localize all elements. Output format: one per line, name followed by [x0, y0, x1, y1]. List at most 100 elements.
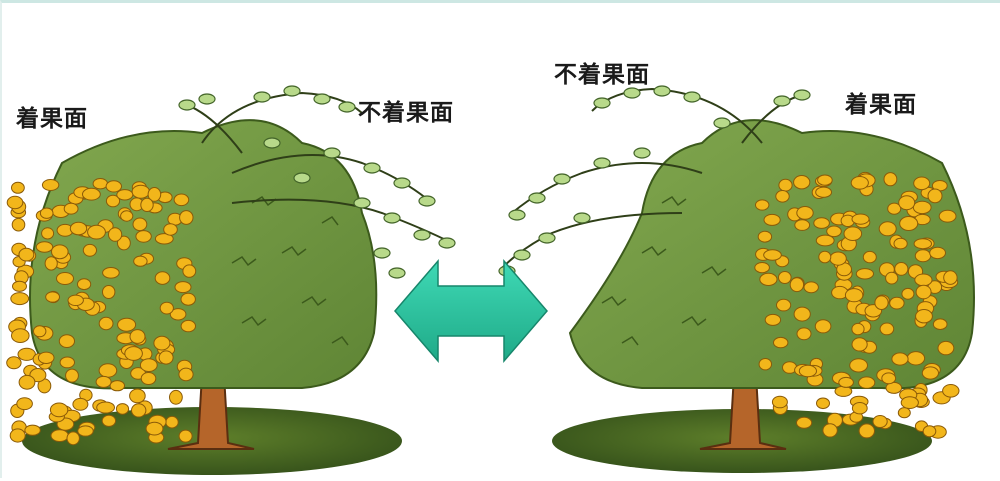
fruit [51, 244, 69, 260]
fruit [82, 187, 101, 201]
fruit [850, 176, 869, 190]
fruit [814, 319, 832, 334]
fruit [881, 372, 897, 385]
right-tree [498, 85, 975, 473]
fruit [796, 327, 812, 341]
right-canopy-texture [601, 196, 727, 346]
fruit [822, 423, 838, 438]
fruit [778, 271, 792, 284]
fruit [124, 346, 143, 361]
fruit [58, 334, 76, 349]
fruit [879, 322, 895, 336]
fruit [755, 199, 770, 211]
left-fruiting-side-label: 着果面 [16, 106, 88, 132]
fruit [131, 403, 147, 418]
fruit [796, 416, 813, 429]
fruit [757, 230, 773, 243]
fruit [849, 358, 868, 373]
fruit [82, 243, 98, 257]
right-fruiting-side-label: 着果面 [845, 92, 917, 118]
fruit [98, 363, 118, 378]
fruit [135, 230, 152, 243]
fruit [893, 237, 908, 250]
fruit [921, 366, 940, 380]
fruit [108, 227, 123, 242]
fruit [872, 415, 888, 428]
fruit [776, 298, 792, 312]
fruit [834, 385, 853, 397]
fruit [838, 376, 854, 388]
fruit [816, 397, 830, 410]
fruit [915, 309, 933, 324]
fruit [874, 295, 889, 311]
fruit [18, 374, 36, 390]
fruit [173, 193, 190, 207]
fruit [6, 195, 24, 210]
fruit [117, 235, 131, 251]
fruit [829, 251, 847, 266]
fruit [764, 313, 782, 326]
fruit [914, 273, 933, 287]
fruit [897, 407, 911, 419]
fruit [817, 174, 833, 186]
fruit [158, 350, 174, 365]
fruit [178, 429, 193, 443]
fruit [116, 189, 134, 201]
fruit [826, 225, 842, 238]
fruit [77, 425, 94, 437]
fruit [44, 256, 58, 271]
fruit [41, 179, 60, 191]
fruit [813, 217, 830, 229]
fruit [49, 402, 69, 418]
fruit [914, 249, 932, 263]
fruit [844, 288, 864, 303]
fruit [102, 267, 120, 279]
fruit [771, 395, 788, 409]
fruit [115, 403, 130, 415]
fruit [11, 217, 26, 232]
fruit [915, 284, 932, 300]
fruit [906, 351, 926, 366]
fruit [96, 401, 115, 414]
fruit [133, 255, 148, 267]
left-tree [6, 85, 456, 475]
fruit [855, 268, 875, 280]
fruit [129, 329, 146, 344]
fruit [912, 200, 932, 215]
fruit [67, 294, 84, 306]
fruit [159, 301, 174, 315]
fruit [24, 424, 41, 436]
fruit [922, 425, 937, 438]
fruit [932, 318, 948, 331]
fruit [169, 389, 183, 405]
left-non-fruiting-side-label: 不着果面 [358, 100, 454, 126]
fruit [851, 322, 865, 336]
fruit [913, 238, 932, 250]
fruit [147, 187, 162, 202]
fruit [154, 233, 174, 245]
fruit [33, 325, 47, 338]
fruit [885, 271, 899, 285]
fruit [887, 202, 902, 215]
fruit [77, 278, 92, 291]
fruit [798, 364, 818, 378]
fruit [145, 421, 164, 436]
fruit [117, 317, 137, 332]
fruit [56, 272, 74, 285]
fruit [759, 272, 778, 286]
fruit [858, 423, 875, 439]
fruit [18, 247, 35, 262]
fruit [59, 356, 76, 369]
fruit [763, 213, 781, 226]
fruit [754, 262, 770, 274]
fruit [851, 213, 870, 225]
fruit [163, 223, 178, 236]
fruit [105, 180, 123, 193]
fruit [165, 415, 179, 429]
fruit [102, 285, 116, 299]
fruit [140, 372, 157, 385]
fruit [778, 178, 793, 192]
fruit [45, 291, 60, 303]
fruit [789, 277, 805, 293]
